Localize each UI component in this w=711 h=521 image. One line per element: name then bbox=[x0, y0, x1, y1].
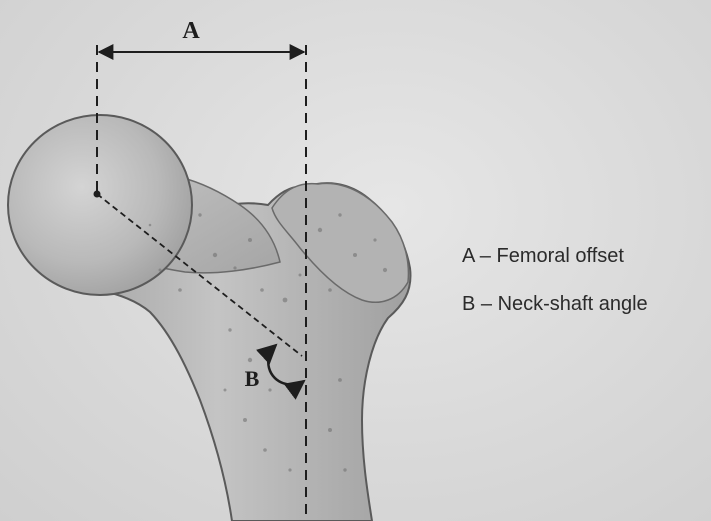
legend-femoral-offset-text: A – Femoral offset bbox=[462, 245, 624, 267]
legend-item-neck-shaft-angle: B – Neck-shaft angle bbox=[462, 294, 648, 320]
legend-neck-shaft-angle-text: B – Neck-shaft angle bbox=[462, 293, 648, 315]
label-a: A bbox=[182, 18, 200, 44]
label-b: B bbox=[245, 366, 260, 391]
legend-item-femoral-offset: A – Femoral offset bbox=[462, 246, 648, 272]
legend: A – Femoral offset B – Neck-shaft angle bbox=[462, 246, 648, 342]
femoral-head bbox=[8, 115, 192, 295]
